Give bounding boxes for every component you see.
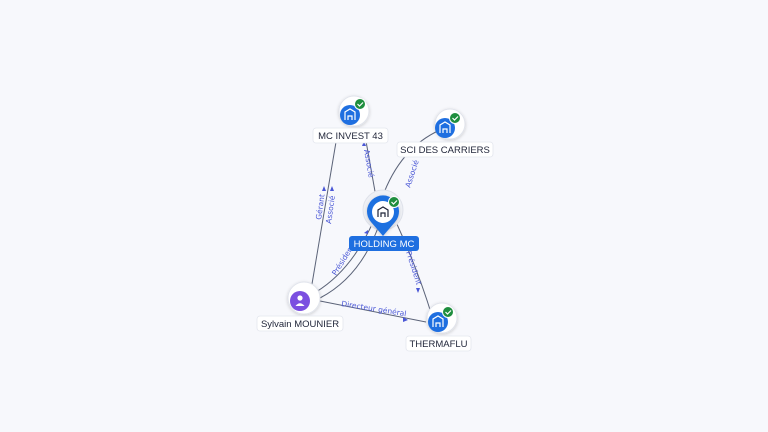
node-label-sylvain-mounier: Sylvain MOUNIER bbox=[261, 319, 339, 330]
edge-label-sylvain-mcinvest-gerant: Gérant bbox=[314, 193, 327, 220]
arrow-icon bbox=[322, 186, 326, 191]
edge-sylvain-thermaflu[interactable] bbox=[319, 300, 427, 323]
node-label-holding-mc: HOLDING MC bbox=[354, 239, 415, 250]
edge-label-holding-sci: Associé bbox=[403, 159, 420, 189]
node-sci-des-carriers[interactable]: SCI DES CARRIERS bbox=[396, 108, 494, 158]
verified-check-icon bbox=[354, 98, 366, 110]
edge-sylvain-holding[interactable] bbox=[315, 219, 375, 293]
building-icon bbox=[432, 315, 444, 327]
edge-sylvain-mcinvest-gerant[interactable] bbox=[311, 141, 337, 285]
node-label-mc-invest: MC INVEST 43 bbox=[318, 131, 383, 142]
arrow-icon bbox=[362, 141, 366, 146]
verified-check-icon bbox=[449, 112, 461, 124]
arrow-icon bbox=[364, 230, 368, 234]
arrow-icon bbox=[403, 317, 408, 322]
edge-label-holding-mcinvest: Associé bbox=[362, 149, 376, 179]
node-mc-invest[interactable]: MC INVEST 43 bbox=[312, 95, 389, 144]
node-label-sci-des-carriers: SCI DES CARRIERS bbox=[400, 145, 490, 156]
node-holding-mc[interactable]: HOLDING MC bbox=[349, 189, 419, 251]
edge-label-sylvain-thermaflu: Directeur général bbox=[341, 299, 407, 318]
verified-check-icon bbox=[442, 306, 454, 318]
edge-holding-thermaflu[interactable] bbox=[395, 221, 433, 317]
arrow-icon bbox=[330, 186, 334, 191]
verified-check-icon bbox=[388, 196, 400, 208]
edge-label-holding-thermaflu: Président bbox=[404, 250, 423, 286]
building-icon bbox=[344, 108, 356, 120]
building-icon bbox=[377, 206, 389, 217]
node-thermaflu[interactable]: THERMAFLU bbox=[405, 302, 472, 352]
node-sylvain-mounier[interactable]: Sylvain MOUNIER bbox=[256, 281, 344, 332]
arrow-icon bbox=[416, 288, 420, 293]
building-icon bbox=[439, 121, 451, 133]
node-label-thermaflu: THERMAFLU bbox=[409, 339, 467, 350]
edge-label-sylvain-mcinvest-associe: Associé bbox=[324, 195, 337, 225]
person-icon bbox=[295, 295, 305, 306]
edge-sylvain-holding-2[interactable] bbox=[319, 221, 381, 299]
